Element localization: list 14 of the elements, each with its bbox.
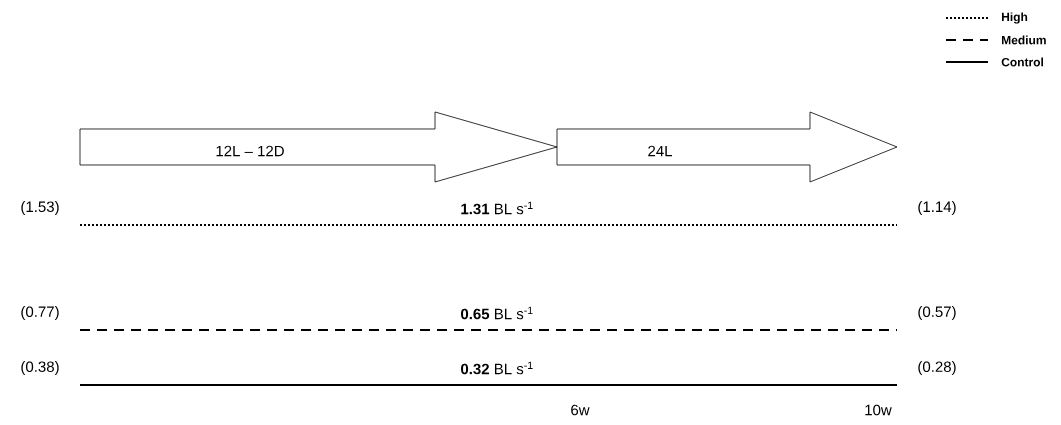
- value-label: (0.77): [21, 306, 59, 320]
- legend-label: Medium: [1002, 35, 1046, 45]
- legend-label: Control: [1001, 57, 1043, 67]
- value-label: (1.53): [21, 201, 59, 215]
- speed-label: 0.32 BL s$^{-1}$: [461, 361, 533, 375]
- axis-label: 10w: [865, 404, 892, 416]
- value-label: (1.14): [918, 201, 956, 215]
- value-label: (0.28): [918, 361, 956, 375]
- value-label: (0.57): [918, 306, 956, 320]
- legend-label: High: [1002, 12, 1028, 24]
- axis-label: 6w: [571, 404, 590, 416]
- speed-label: 1.31 BL s$^{-1}$: [461, 201, 533, 215]
- speed-label: 0.65 BL s$^{-1}$: [461, 306, 533, 320]
- value-label: (0.38): [21, 361, 59, 375]
